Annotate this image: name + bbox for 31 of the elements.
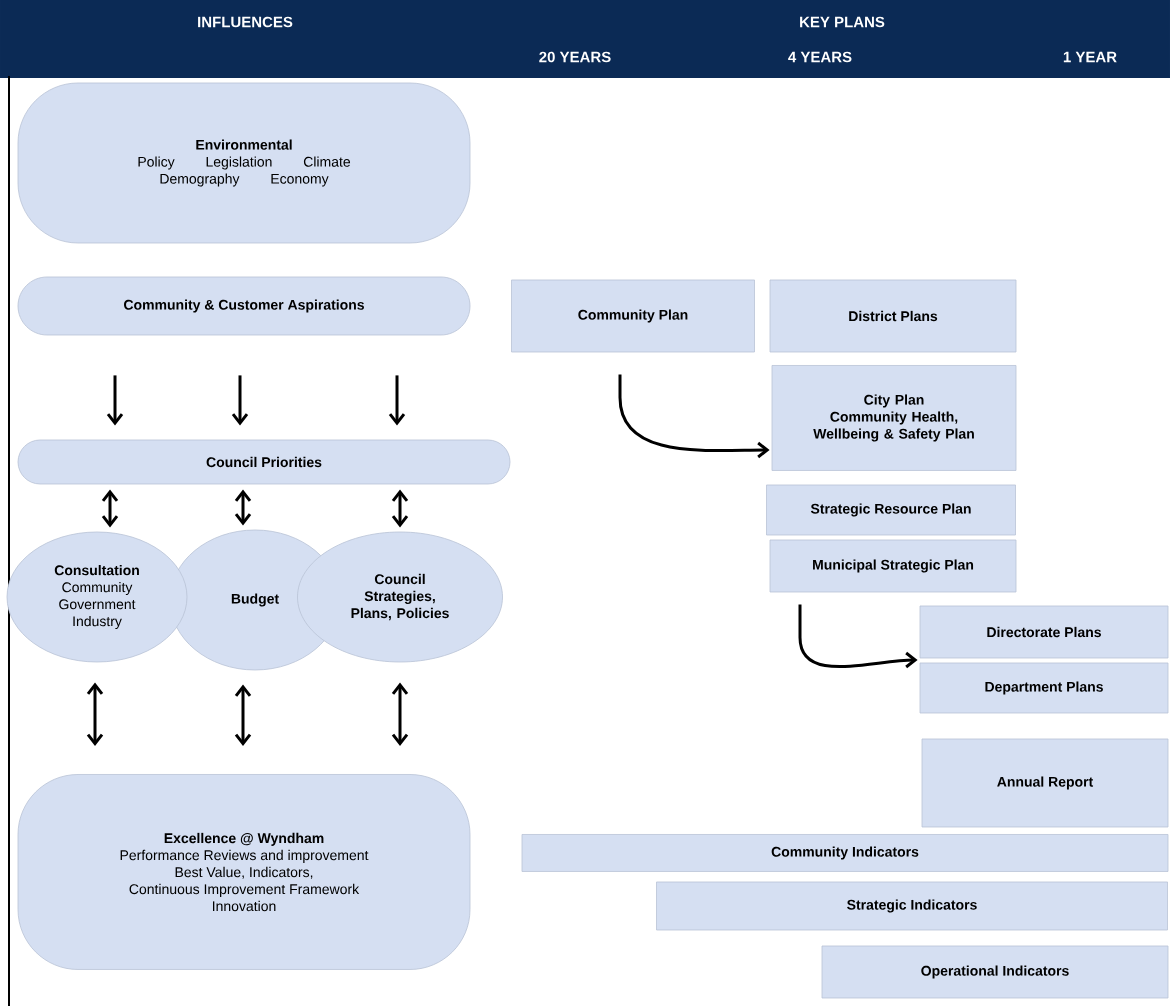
rounded-band: Council Priorities — [17, 439, 511, 485]
arrow — [106, 375, 124, 426]
plan-box: Municipal Strategic Plan — [769, 539, 1017, 593]
plan-box: Community Indicators — [521, 834, 1169, 872]
plan-box: Annual Report — [921, 738, 1169, 828]
column-heading: 4 YEARS — [788, 51, 852, 63]
rounded-band: Environmental Policy Legislation Climate Demography Economy — [17, 82, 471, 244]
rounded-band: Community & Customer Aspirations — [17, 276, 471, 336]
plan-box: City Plan Community Health, Wellbeing & Safety Plan — [771, 365, 1017, 471]
plan-box: District Plans — [769, 279, 1017, 353]
plan-box: Community Plan — [511, 279, 755, 353]
arrow — [388, 375, 406, 426]
column-heading: KEY PLANS — [800, 16, 885, 28]
plan-box: Strategic Resource Plan — [766, 484, 1016, 536]
arrow — [391, 489, 409, 528]
arrow — [234, 489, 252, 526]
column-heading: INFLUENCES — [198, 16, 293, 28]
plan-box: Directorate Plans — [919, 605, 1169, 659]
arrow — [231, 375, 249, 426]
column-heading: 20 YEARS — [539, 51, 611, 63]
column-heading: 1 YEAR — [1063, 51, 1117, 63]
plan-box: Strategic Indicators — [656, 881, 1168, 931]
plan-box: Department Plans — [919, 662, 1169, 714]
rounded-band: Excellence @ Wyndham Performance Reviews and improvement Best Value, Indicators, Continuous Improvement Framework Innovation — [17, 774, 471, 970]
arrow — [234, 684, 252, 747]
curved-arrow — [618, 374, 770, 459]
arrow — [101, 489, 119, 528]
curved-arrow — [798, 604, 918, 669]
plan-box: Operational Indicators — [821, 945, 1169, 999]
arrow — [391, 682, 409, 747]
arrow — [86, 682, 104, 747]
